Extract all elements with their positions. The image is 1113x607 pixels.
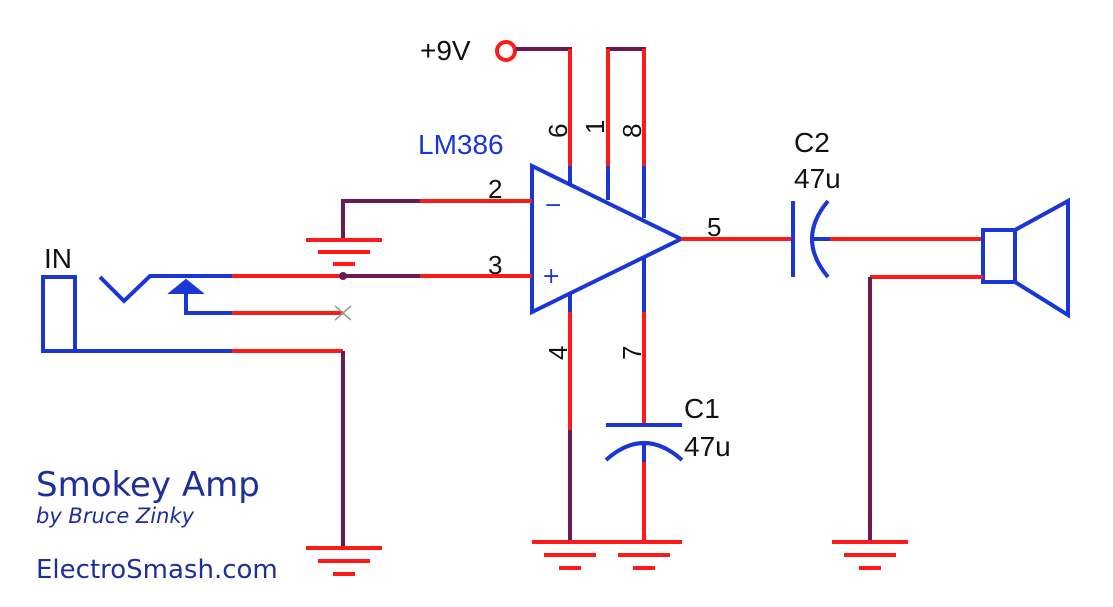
supply-label: +9V <box>420 35 471 66</box>
pin4-ground-wire <box>532 312 608 570</box>
ic-name: LM386 <box>418 129 504 160</box>
pin3-input-wire <box>232 272 532 280</box>
pin-8-label: 8 <box>617 124 647 138</box>
speaker <box>981 197 1070 319</box>
input-jack: IN <box>41 243 352 353</box>
input-label: IN <box>44 243 72 274</box>
credits-author: by Bruce Zinky <box>36 504 195 528</box>
inverting-sign: − <box>544 193 562 218</box>
c1-name: C1 <box>684 393 720 424</box>
c2-value: 47u <box>794 163 841 194</box>
pin-6-label: 6 <box>543 124 573 138</box>
credits-site: ElectroSmash.com <box>36 555 278 585</box>
pin-1-label: 1 <box>580 120 610 134</box>
pin-7-label: 7 <box>617 346 647 360</box>
c1-value: 47u <box>684 431 731 462</box>
pin-2-label: 2 <box>488 174 502 204</box>
c2-name: C2 <box>794 127 830 158</box>
lm386-amplifier: − + LM386 <box>418 129 686 316</box>
pin-5-label: 5 <box>707 212 721 242</box>
c2-capacitor: C2 47u <box>681 127 983 279</box>
supply-9v: +9V <box>420 35 572 180</box>
c1-capacitor: C1 47u <box>604 312 731 570</box>
jack-ground-wire <box>232 349 382 576</box>
speaker-ground-wire <box>832 275 983 570</box>
pin2-ground-wire <box>306 199 532 266</box>
credits-title: Smokey Amp <box>36 465 260 505</box>
pin-3-label: 3 <box>488 250 502 280</box>
noninverting-sign: + <box>542 264 560 289</box>
pin-4-label: 4 <box>543 346 573 360</box>
